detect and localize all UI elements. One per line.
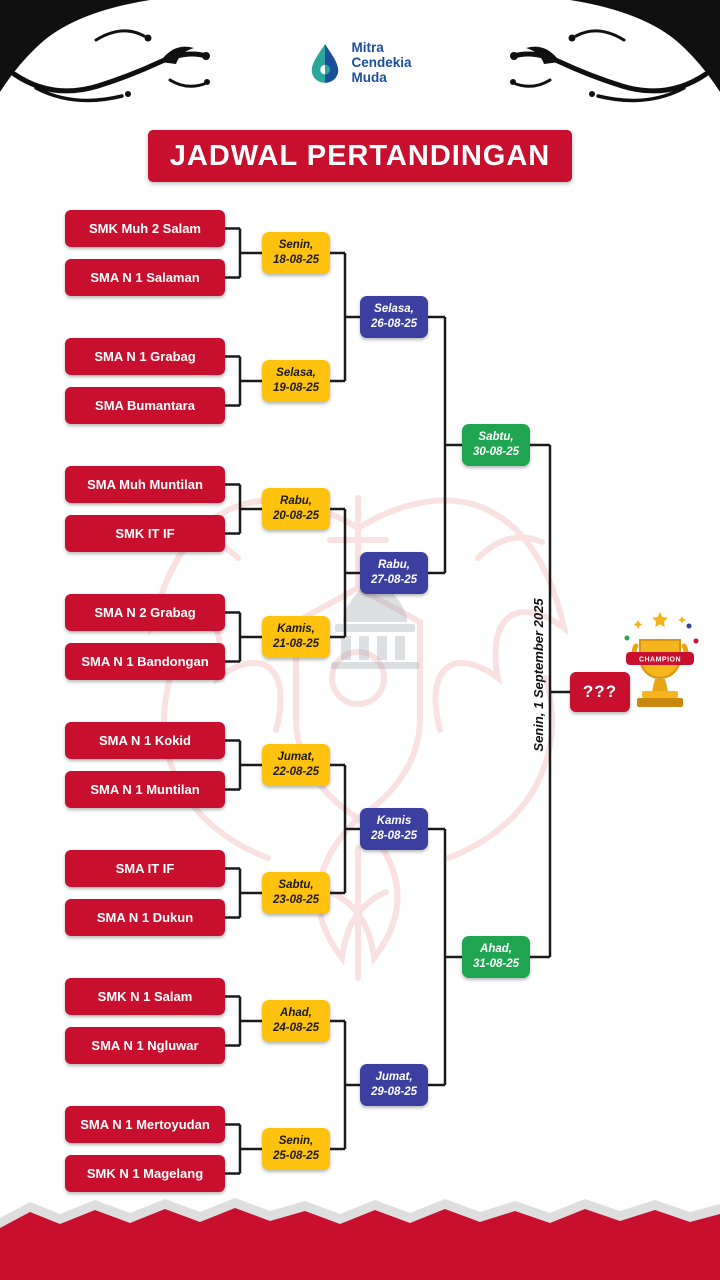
semifinal-date-box-2: Ahad, 31-08-25 xyxy=(462,936,530,978)
match-date: 19-08-25 xyxy=(272,382,320,394)
match-date: 31-08-25 xyxy=(472,958,520,970)
team-box-m7-t2: SMA N 1 Ngluwar xyxy=(65,1027,225,1064)
corner-flourish-left-icon xyxy=(0,0,220,115)
r2-date-box-4: Jumat, 29-08-25 xyxy=(360,1064,428,1106)
logo-text: Mitra Cendekia Muda xyxy=(351,40,411,85)
semifinal-date-box-1: Sabtu, 30-08-25 xyxy=(462,424,530,466)
torn-paper-edge xyxy=(0,1198,720,1280)
match-day: Kamis xyxy=(376,815,412,828)
match-date: 21-08-25 xyxy=(272,638,320,650)
match-day: Sabtu, xyxy=(478,431,514,444)
team-box-m4-t1: SMA N 2 Grabag xyxy=(65,594,225,631)
match-day: Senin, xyxy=(278,1135,314,1148)
final-date-vertical-label: Senin, 1 September 2025 xyxy=(531,598,546,752)
team-box-m6-t1: SMA IT IF xyxy=(65,850,225,887)
match-date: 20-08-25 xyxy=(272,510,320,522)
team-box-m1-t1: SMK Muh 2 Salam xyxy=(65,210,225,247)
team-box-m2-t2: SMA Bumantara xyxy=(65,387,225,424)
title-banner: JADWAL PERTANDINGAN xyxy=(148,130,572,182)
r1-date-box-1: Senin, 18-08-25 xyxy=(262,232,330,274)
team-box-m6-t2: SMA N 1 Dukun xyxy=(65,899,225,936)
r1-date-box-2: Selasa, 19-08-25 xyxy=(262,360,330,402)
match-day: Selasa, xyxy=(374,303,414,316)
final-winner-box: ??? xyxy=(570,672,630,712)
match-date: 27-08-25 xyxy=(370,574,418,586)
logo-line-1: Mitra xyxy=(351,40,384,55)
team-box-m2-t1: SMA N 1 Grabag xyxy=(65,338,225,375)
trophy-icon: CHAMPION xyxy=(624,612,699,707)
match-day: Ahad, xyxy=(280,1007,312,1020)
logo-line-2: Cendekia xyxy=(351,55,412,71)
team-box-m8-t1: SMA N 1 Mertoyudan xyxy=(65,1106,225,1143)
match-day: Selasa, xyxy=(276,367,316,380)
team-box-m3-t1: SMA Muh Muntilan xyxy=(65,466,225,503)
page-title: JADWAL PERTANDINGAN xyxy=(169,139,551,172)
r1-date-box-6: Sabtu, 23-08-25 xyxy=(262,872,330,914)
match-day: Kamis, xyxy=(277,623,315,636)
match-date: 26-08-25 xyxy=(370,318,418,330)
r1-date-box-4: Kamis, 21-08-25 xyxy=(262,616,330,658)
garuda-watermark-icon xyxy=(147,495,569,981)
match-day: Jumat, xyxy=(375,1071,413,1084)
match-date: 24-08-25 xyxy=(272,1022,320,1034)
match-date: 18-08-25 xyxy=(272,254,320,266)
champion-ribbon-label: CHAMPION xyxy=(639,657,681,664)
match-date: 22-08-25 xyxy=(272,766,320,778)
team-box-m5-t2: SMA N 1 Muntilan xyxy=(65,771,225,808)
r2-date-box-3: Kamis 28-08-25 xyxy=(360,808,428,850)
logo-drop-icon xyxy=(312,43,339,83)
match-day: Ahad, xyxy=(480,943,512,956)
match-date: 29-08-25 xyxy=(370,1086,418,1098)
r1-date-box-7: Ahad, 24-08-25 xyxy=(262,1000,330,1042)
r1-date-box-3: Rabu, 20-08-25 xyxy=(262,488,330,530)
r2-date-box-1: Selasa, 26-08-25 xyxy=(360,296,428,338)
logo-line-3: Muda xyxy=(351,70,387,86)
team-box-m8-t2: SMK N 1 Magelang xyxy=(65,1155,225,1192)
team-box-m1-t2: SMA N 1 Salaman xyxy=(65,259,225,296)
match-date: 23-08-25 xyxy=(272,894,320,906)
building-watermark-icon xyxy=(331,572,419,669)
r1-date-box-8: Senin, 25-08-25 xyxy=(262,1128,330,1170)
match-date: 28-08-25 xyxy=(370,830,418,842)
logo: Mitra Cendekia Muda xyxy=(0,40,720,85)
team-box-m7-t1: SMK N 1 Salam xyxy=(65,978,225,1015)
match-day: Sabtu, xyxy=(278,879,314,892)
team-box-m5-t1: SMA N 1 Kokid xyxy=(65,722,225,759)
match-day: Rabu, xyxy=(378,559,410,572)
r2-date-box-2: Rabu, 27-08-25 xyxy=(360,552,428,594)
match-date: 25-08-25 xyxy=(272,1150,320,1162)
match-date: 30-08-25 xyxy=(472,446,520,458)
match-day: Senin, xyxy=(278,239,314,252)
r1-date-box-5: Jumat, 22-08-25 xyxy=(262,744,330,786)
team-box-m4-t2: SMA N 1 Bandongan xyxy=(65,643,225,680)
match-day: Rabu, xyxy=(280,495,312,508)
team-box-m3-t2: SMK IT IF xyxy=(65,515,225,552)
corner-flourish-right-icon xyxy=(500,0,720,115)
match-day: Jumat, xyxy=(277,751,315,764)
